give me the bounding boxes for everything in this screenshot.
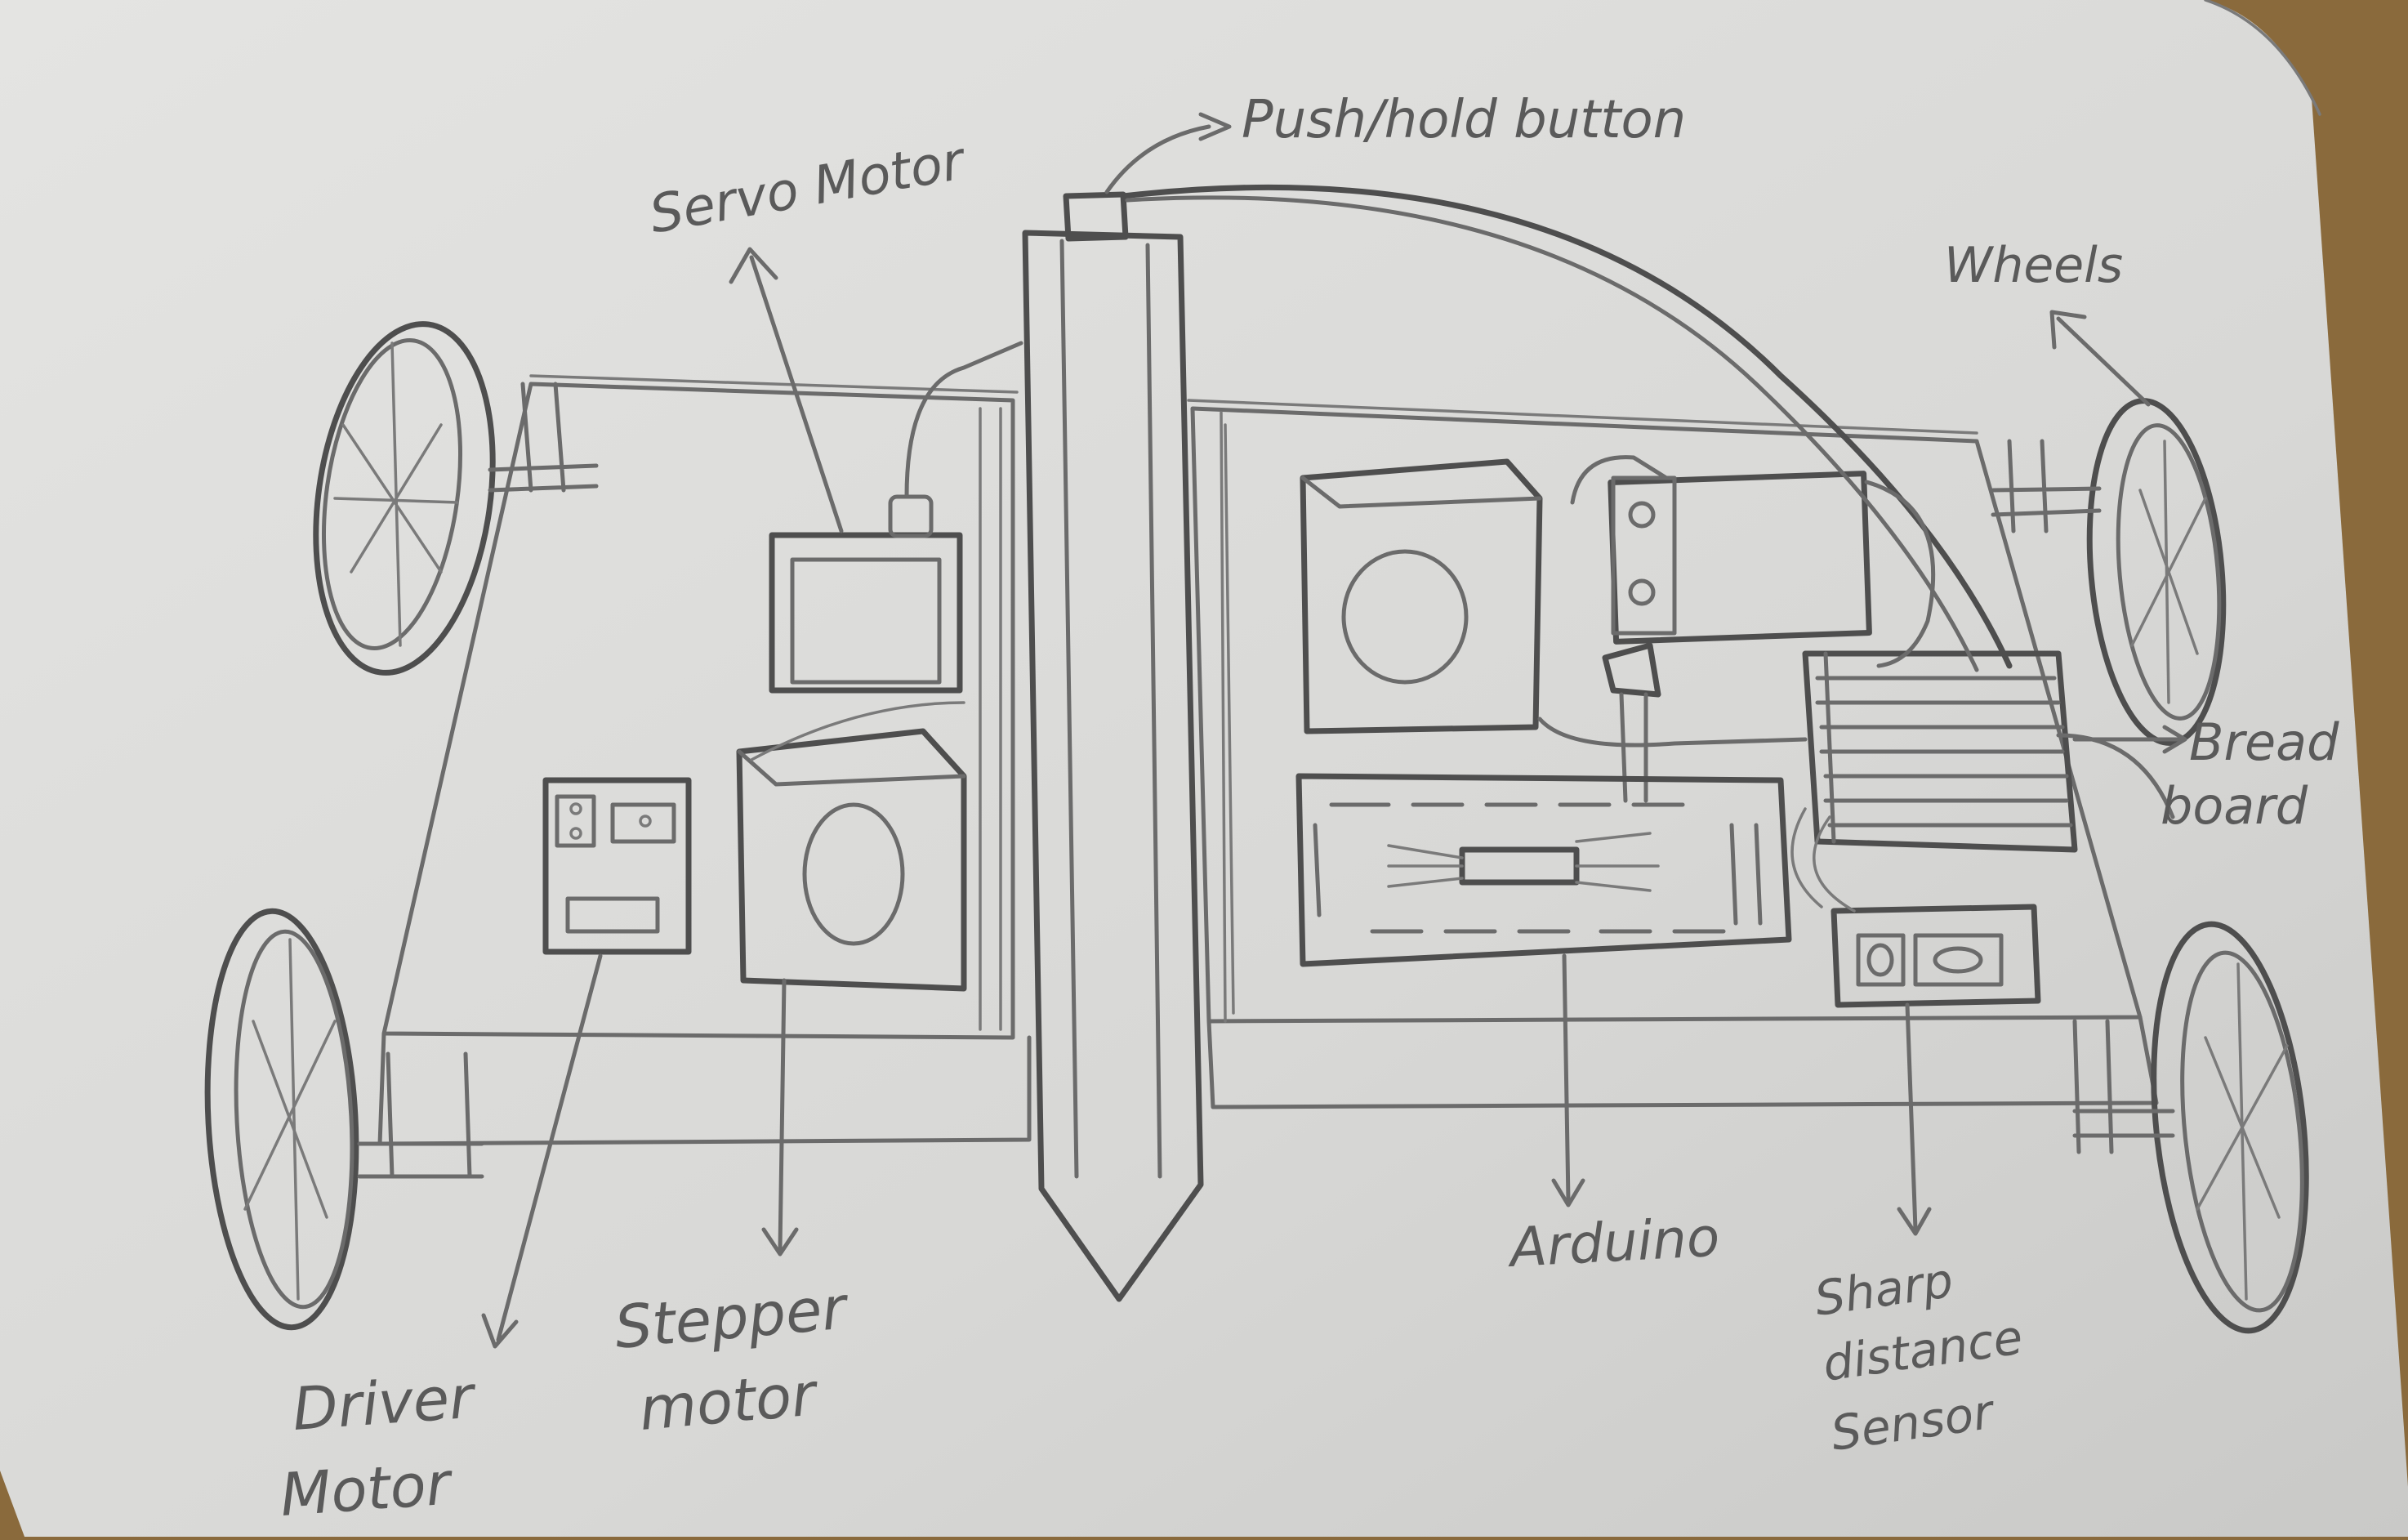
label-bread-board-line1: Bread	[2189, 712, 2339, 772]
label-driver-motor-line2: Motor	[278, 1448, 456, 1529]
label-bread-board-line2: board	[2161, 776, 2308, 836]
label-push-hold-button: Push/hold button	[1242, 90, 1686, 150]
label-wheels: Wheels	[1944, 237, 2123, 294]
label-driver-motor-line1: Driver	[290, 1362, 479, 1444]
label-arduino: Arduino	[1505, 1206, 1721, 1280]
